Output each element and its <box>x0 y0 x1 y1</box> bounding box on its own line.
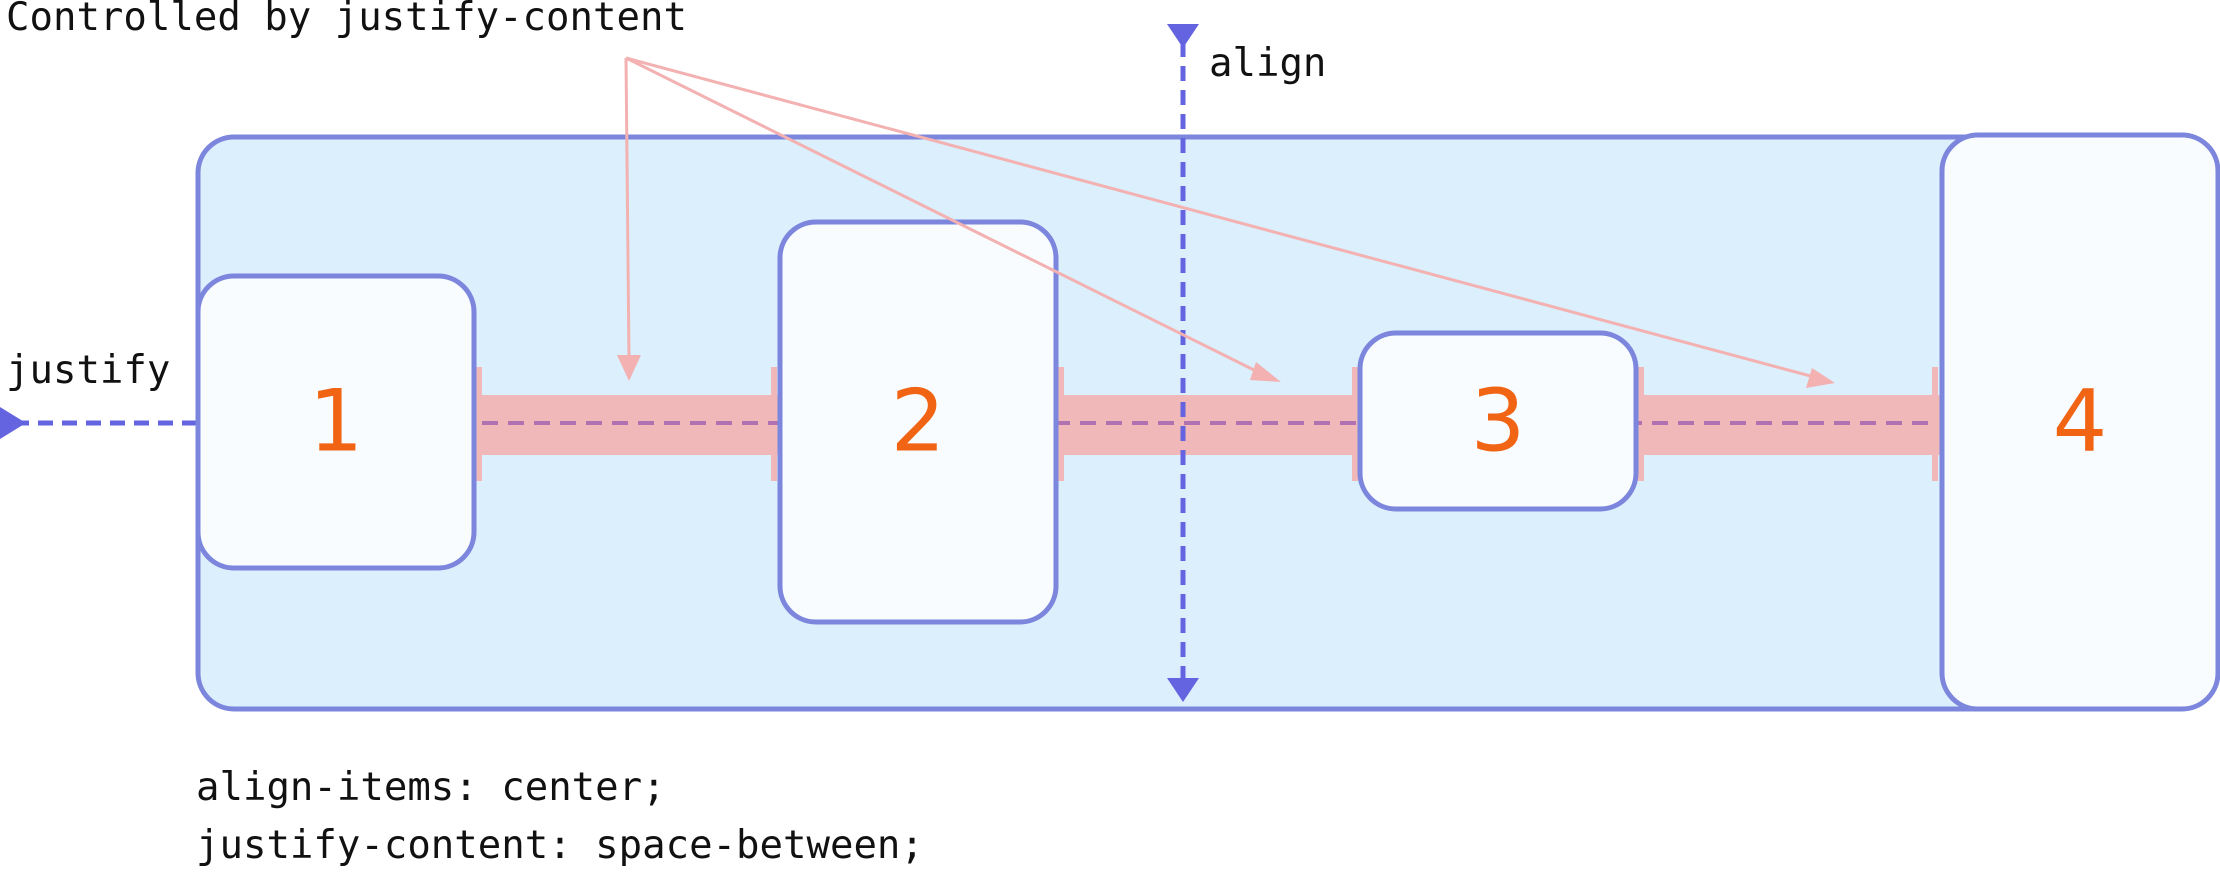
annotation-arrows <box>624 56 1819 380</box>
flex-item-2: 2 <box>777 219 1059 625</box>
item-label: 3 <box>1471 371 1526 471</box>
item-label: 2 <box>891 371 946 471</box>
arrowhead-icon <box>1250 362 1281 382</box>
align-arrowhead-top-icon <box>1167 24 1199 48</box>
justify-axis <box>0 407 198 439</box>
arrow-to-gap-3 <box>625 56 1819 380</box>
arrow-to-gap-1 <box>624 57 631 361</box>
justify-axis-label: justify <box>6 348 170 393</box>
flex-item-4: 4 <box>1939 132 2220 712</box>
code-line-align-items: align-items: center; <box>196 765 666 810</box>
item-label: 4 <box>2053 371 2108 471</box>
gap-cap <box>476 367 482 481</box>
annotation-arrowheads <box>617 355 1835 388</box>
item-box <box>1939 132 2220 712</box>
item-box <box>777 219 1059 625</box>
align-axis <box>1167 24 1199 702</box>
flex-item-1: 1 <box>195 273 477 571</box>
align-arrowhead-bottom-icon <box>1167 678 1199 702</box>
arrowhead-icon <box>1806 368 1835 388</box>
annotation-label: Controlled by justify-content <box>6 0 687 40</box>
code-line-justify-content: justify-content: space-between; <box>196 823 924 868</box>
arrowhead-icon <box>617 355 641 381</box>
flex-item-3: 3 <box>1357 330 1639 512</box>
item-label: 1 <box>309 371 364 471</box>
gap-cap <box>1932 367 1938 481</box>
item-box <box>1357 330 1639 512</box>
justify-arrowhead-icon <box>0 407 26 439</box>
item-box <box>195 273 477 571</box>
gap-band-2 <box>1058 395 1358 455</box>
align-axis-label: align <box>1209 41 1326 86</box>
arrow-to-gap-2 <box>625 56 1263 376</box>
